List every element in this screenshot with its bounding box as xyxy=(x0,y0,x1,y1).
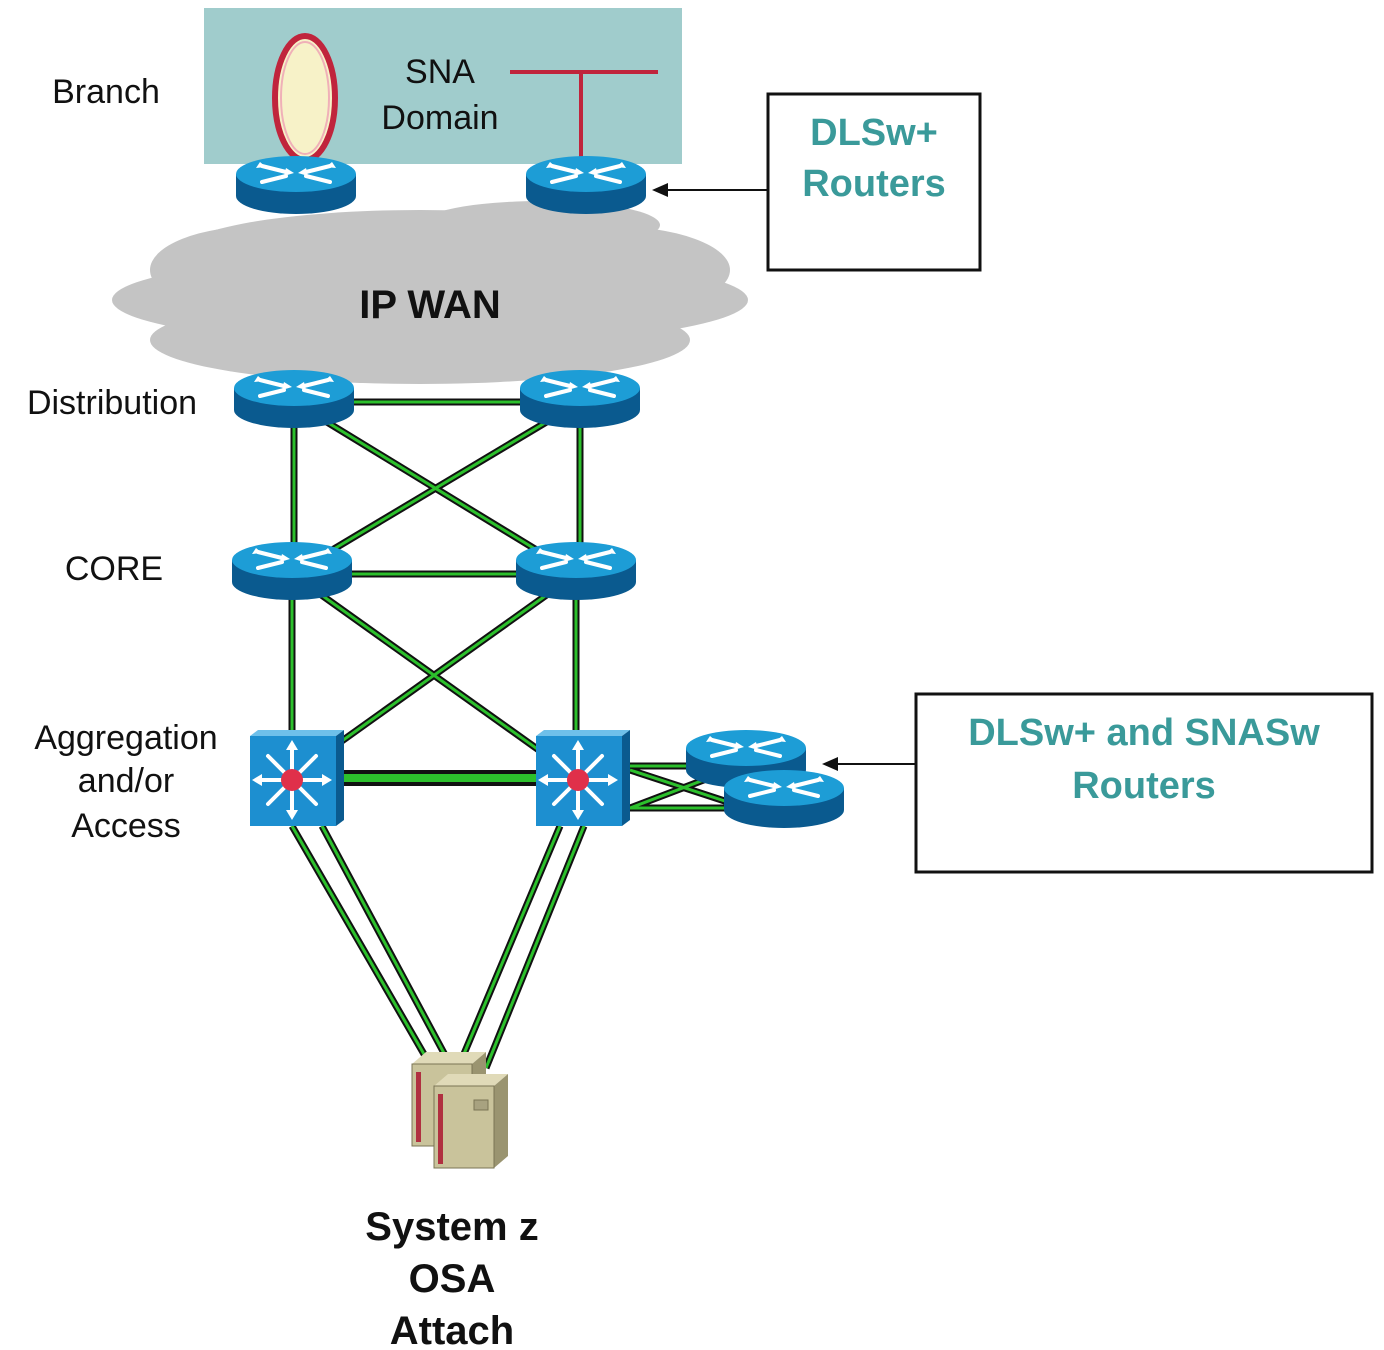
token-ring-icon xyxy=(272,33,338,163)
snasw-callout: DLSw+ and SNASw Routers xyxy=(822,692,1374,874)
router-icon[interactable] xyxy=(232,368,356,430)
layer3-switch-icon[interactable] xyxy=(248,728,346,828)
snasw-callout-line2: Routers xyxy=(1072,765,1216,807)
aggregation-label-line3: Access xyxy=(71,807,181,845)
layer3-switch-icon[interactable] xyxy=(534,728,632,828)
snasw-callout-line1: DLSw+ and SNASw xyxy=(968,712,1320,754)
cloud-icon xyxy=(112,201,748,384)
router-icon[interactable] xyxy=(234,154,358,216)
distribution-label: Distribution xyxy=(27,384,197,422)
core-label: CORE xyxy=(65,550,163,588)
dlsw-callout-line2: Routers xyxy=(802,163,946,205)
host-label-line3: Attach xyxy=(390,1309,514,1350)
sna-domain-label-line2: Domain xyxy=(381,99,498,137)
host-label-line1: System z xyxy=(365,1205,538,1249)
router-icon[interactable] xyxy=(514,540,638,602)
ip-wan-label: IP WAN xyxy=(359,283,501,327)
ethernet-segment xyxy=(510,70,658,158)
dlsw-callout-line1: DLSw+ xyxy=(810,112,938,154)
router-icon[interactable] xyxy=(518,368,642,430)
aggregation-label-line2: and/or xyxy=(78,762,174,800)
router-icon[interactable] xyxy=(524,154,648,216)
aggregation-label-line1: Aggregation xyxy=(34,719,217,757)
branch-label: Branch xyxy=(52,73,160,111)
host-label-line2: OSA xyxy=(409,1257,496,1301)
mainframe-icon[interactable] xyxy=(433,1073,509,1169)
dlsw-callout: DLSw+ Routers xyxy=(652,92,982,272)
router-icon[interactable] xyxy=(230,540,354,602)
host-links xyxy=(288,824,588,1070)
router-icon[interactable] xyxy=(722,768,846,830)
sna-domain-label-line1: SNA xyxy=(405,53,475,91)
